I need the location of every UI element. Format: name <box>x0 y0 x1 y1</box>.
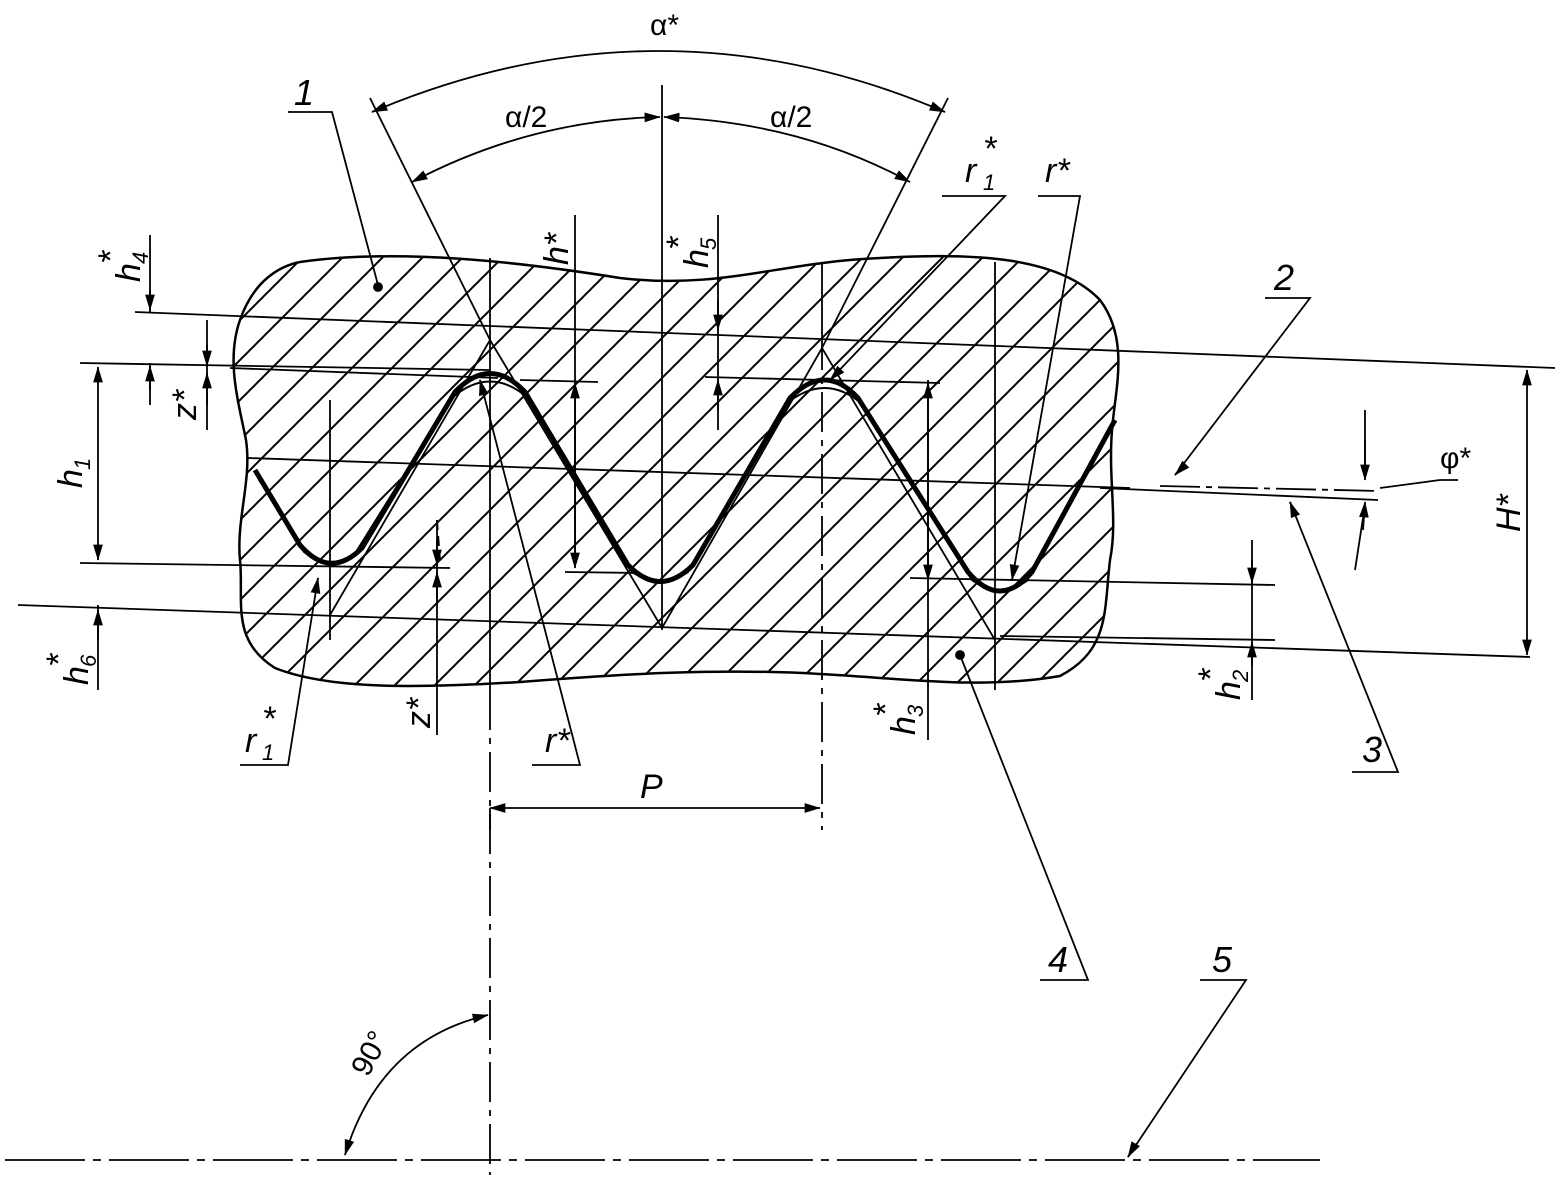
right-angle-arc <box>344 1013 489 1156</box>
label-h3-sub: 3 <box>903 704 928 717</box>
label-h1-group: h 1 <box>52 458 95 488</box>
label-phi-star: φ* <box>1440 442 1471 475</box>
mean-line <box>247 457 1131 489</box>
hatched-section <box>232 254 1120 688</box>
label-alpha-half-right: α/2 <box>770 101 812 134</box>
label-h2-sub: 2 <box>1228 670 1253 683</box>
label-h-star-group: h* <box>538 231 576 265</box>
label-h6-base: h <box>58 666 96 685</box>
label-h6-sub: 6 <box>76 654 101 667</box>
label-h3-star: * <box>867 702 905 717</box>
label-H-star-group: H* <box>1490 492 1528 532</box>
label-r-star-bottom: r* <box>545 722 571 760</box>
label-alpha-star: α* <box>650 9 679 42</box>
callout-5: 5 <box>1212 939 1233 980</box>
label-h4-base: h <box>110 263 148 282</box>
label-r1-top-base: r <box>965 152 978 190</box>
section-outline <box>232 254 1120 688</box>
label-r-star-top: r* <box>1045 152 1071 190</box>
label-h4-group: h 4 * <box>92 249 153 282</box>
label-r1-bottom-group: r 1 * <box>245 700 277 765</box>
label-r1-top-star: * <box>983 130 998 168</box>
leader-lines <box>240 111 1458 1158</box>
label-h3-group: h 3 * <box>867 702 928 735</box>
label-h5-sub: 5 <box>696 237 721 250</box>
label-h2-group: h 2 * <box>1192 667 1253 700</box>
callout-1: 1 <box>294 72 314 113</box>
axis-line-2 <box>1159 485 1381 492</box>
alpha-star-arc <box>371 50 946 113</box>
labels: α* α/2 α/2 1 2 3 4 5 h* h 5 * h 4 * z* h <box>40 9 1528 1081</box>
line-3 <box>1099 487 1379 501</box>
label-r1-bottom-star: * <box>262 700 277 738</box>
label-pitch: P <box>640 768 663 806</box>
label-h5-group: h 5 * <box>660 235 721 268</box>
alpha-half-right-arc <box>663 112 911 183</box>
label-h2-star: * <box>1192 667 1230 682</box>
label-h6-group: h 6 * <box>40 652 101 685</box>
label-h4-sub: 4 <box>128 252 153 264</box>
label-h5-base: h <box>678 249 716 268</box>
dimension-arrows <box>93 50 1532 1156</box>
callout-3: 3 <box>1362 729 1382 770</box>
inner-line <box>17 604 1531 658</box>
outer-line <box>134 311 1556 369</box>
label-z-left-group: z* <box>166 388 204 421</box>
construction-lines <box>17 311 1556 658</box>
label-alpha-half-left: α/2 <box>505 101 547 134</box>
label-h1-base: h <box>52 469 90 488</box>
alpha-half-left-arc <box>411 112 661 183</box>
label-h1-sub: 1 <box>70 458 95 470</box>
callout-2: 2 <box>1273 257 1294 298</box>
label-h6-star: * <box>40 652 78 667</box>
label-H-star: H* <box>1490 492 1528 532</box>
label-h5-star: * <box>660 235 698 250</box>
label-h4-star: * <box>92 249 130 264</box>
label-h-star: h* <box>538 231 576 265</box>
callout-4: 4 <box>1048 939 1068 980</box>
label-z-star-left: z* <box>166 388 204 421</box>
label-r1-top-group: r 1 * <box>965 130 998 195</box>
label-z-right-group: z* <box>400 696 438 729</box>
label-r1-bottom-base: r <box>245 722 258 760</box>
label-h2-base: h <box>1210 681 1248 700</box>
label-h3-base: h <box>885 716 923 735</box>
label-r1-top-sub: 1 <box>983 170 995 195</box>
label-z-star-right: z* <box>400 696 438 729</box>
label-r1-bottom-sub: 1 <box>262 740 274 765</box>
